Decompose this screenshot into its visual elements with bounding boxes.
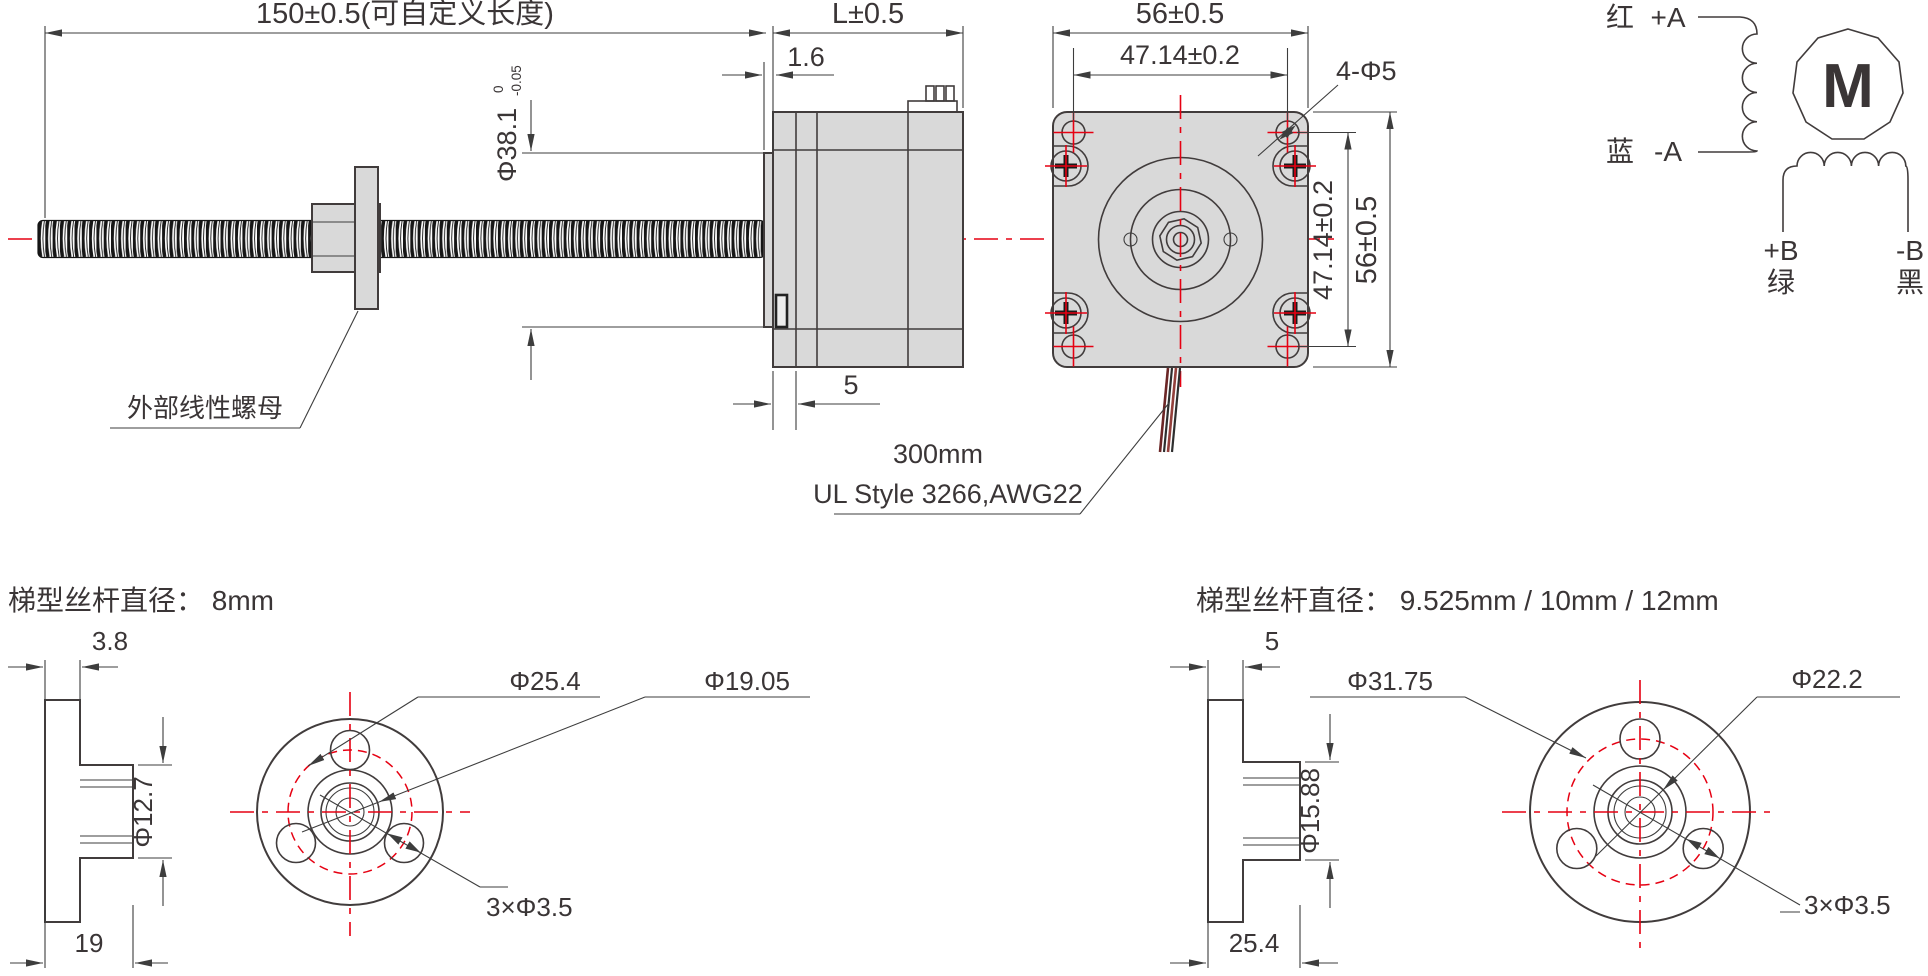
- wire-black-label: 黑: [1896, 267, 1924, 298]
- nut12-face-view: [1502, 680, 1778, 948]
- motor-symbol-m: M: [1822, 52, 1874, 121]
- dim-boss-step: 1.6: [787, 42, 825, 72]
- wire-blue-label: 蓝: [1606, 136, 1634, 167]
- wire-green-label: 绿: [1767, 267, 1795, 298]
- wire-red-label: 红: [1606, 2, 1634, 33]
- cable-spec: UL Style 3266,AWG22: [813, 479, 1083, 509]
- nut8-bolt-circle-dia: Φ25.4: [509, 666, 580, 696]
- dim-motor-length: L±0.5: [832, 0, 904, 30]
- phase-a-coil: [1698, 16, 1758, 153]
- nut8-total-length: 19: [75, 928, 104, 958]
- wire-plus-a-label: +A: [1650, 2, 1685, 33]
- nut12-title: 梯型丝杆直径： 9.525mm / 10mm / 12mm: [1196, 585, 1719, 616]
- nut12-pilot-dia: Φ22.2: [1791, 664, 1862, 694]
- motor-body: [772, 111, 964, 368]
- nut8-flange-thickness: 3.8: [92, 626, 128, 656]
- nut8-face-view: [230, 692, 470, 936]
- nut8-profile: [44, 699, 134, 923]
- shaft-thread-profile: [1158, 217, 1203, 262]
- phase-b-coil: [1782, 151, 1909, 232]
- rear-connector: [907, 85, 958, 113]
- nut8-pilot-dia: Φ19.05: [704, 666, 790, 696]
- external-nut-side-view: [311, 166, 381, 310]
- nut8-title: 梯型丝杆直径： 8mm: [8, 585, 274, 616]
- wire-minus-a-label: -A: [1654, 136, 1682, 167]
- nut12-hub-dia: Φ15.88: [1295, 768, 1325, 854]
- nut8-mount-holes: 3×Φ3.5: [486, 892, 573, 922]
- dim-shaft-dia: Φ38.1: [492, 108, 522, 182]
- wire-minus-b-label: -B: [1896, 235, 1924, 266]
- nut12-mount-holes: 3×Φ3.5: [1804, 890, 1891, 920]
- nut12-profile: [1207, 699, 1301, 923]
- nut8-section: 梯型丝杆直径： 8mm 3.8 Φ12.7 19: [8, 585, 810, 968]
- nut12-section: 梯型丝杆直径： 9.525mm / 10mm / 12mm 5 Φ15.88 2…: [1170, 585, 1900, 968]
- nut12-bolt-circle-dia: Φ31.75: [1347, 666, 1433, 696]
- cable-length: 300mm: [893, 439, 983, 469]
- dimensions-top: 150±0.5(可自定义长度) L±0.5 1.6 Φ38.1 0 -0.05 …: [44, 0, 1397, 430]
- dim-hole-pitch-v: 47.14±0.2: [1308, 180, 1338, 300]
- motor-side-view: [763, 85, 964, 368]
- lead-screw-thread: [37, 219, 766, 259]
- motor-symbol-circle: [1792, 28, 1904, 140]
- wire-plus-b-label: +B: [1763, 235, 1798, 266]
- dim-shaft-tol-hi: 0: [491, 85, 506, 93]
- dim-hole-pitch-h: 47.14±0.2: [1120, 40, 1240, 70]
- nut8-hub-dia: Φ12.7: [128, 776, 158, 847]
- dim-face-width: 56±0.5: [1136, 0, 1225, 30]
- dim-corner-holes: 4-Φ5: [1336, 56, 1397, 86]
- front-slot: [774, 293, 789, 329]
- wiring-diagram: 红 +A 蓝 -A M +B 绿 -B 黑: [1606, 2, 1924, 298]
- dim-pilot-depth: 5: [843, 370, 858, 400]
- dim-screw-length: 150±0.5(可自定义长度): [256, 0, 554, 30]
- dim-shaft-tol-lo: -0.05: [509, 65, 524, 96]
- nut12-total-length: 25.4: [1229, 928, 1280, 958]
- nut12-flange-thickness: 5: [1265, 626, 1279, 656]
- cable-callout: 300mm UL Style 3266,AWG22: [813, 402, 1170, 515]
- motor-face-view: [1045, 95, 1316, 387]
- nut-label: 外部线性螺母: [127, 393, 283, 423]
- dim-face-height: 56±0.5: [1351, 196, 1383, 285]
- nut-callout: 外部线性螺母: [110, 310, 359, 429]
